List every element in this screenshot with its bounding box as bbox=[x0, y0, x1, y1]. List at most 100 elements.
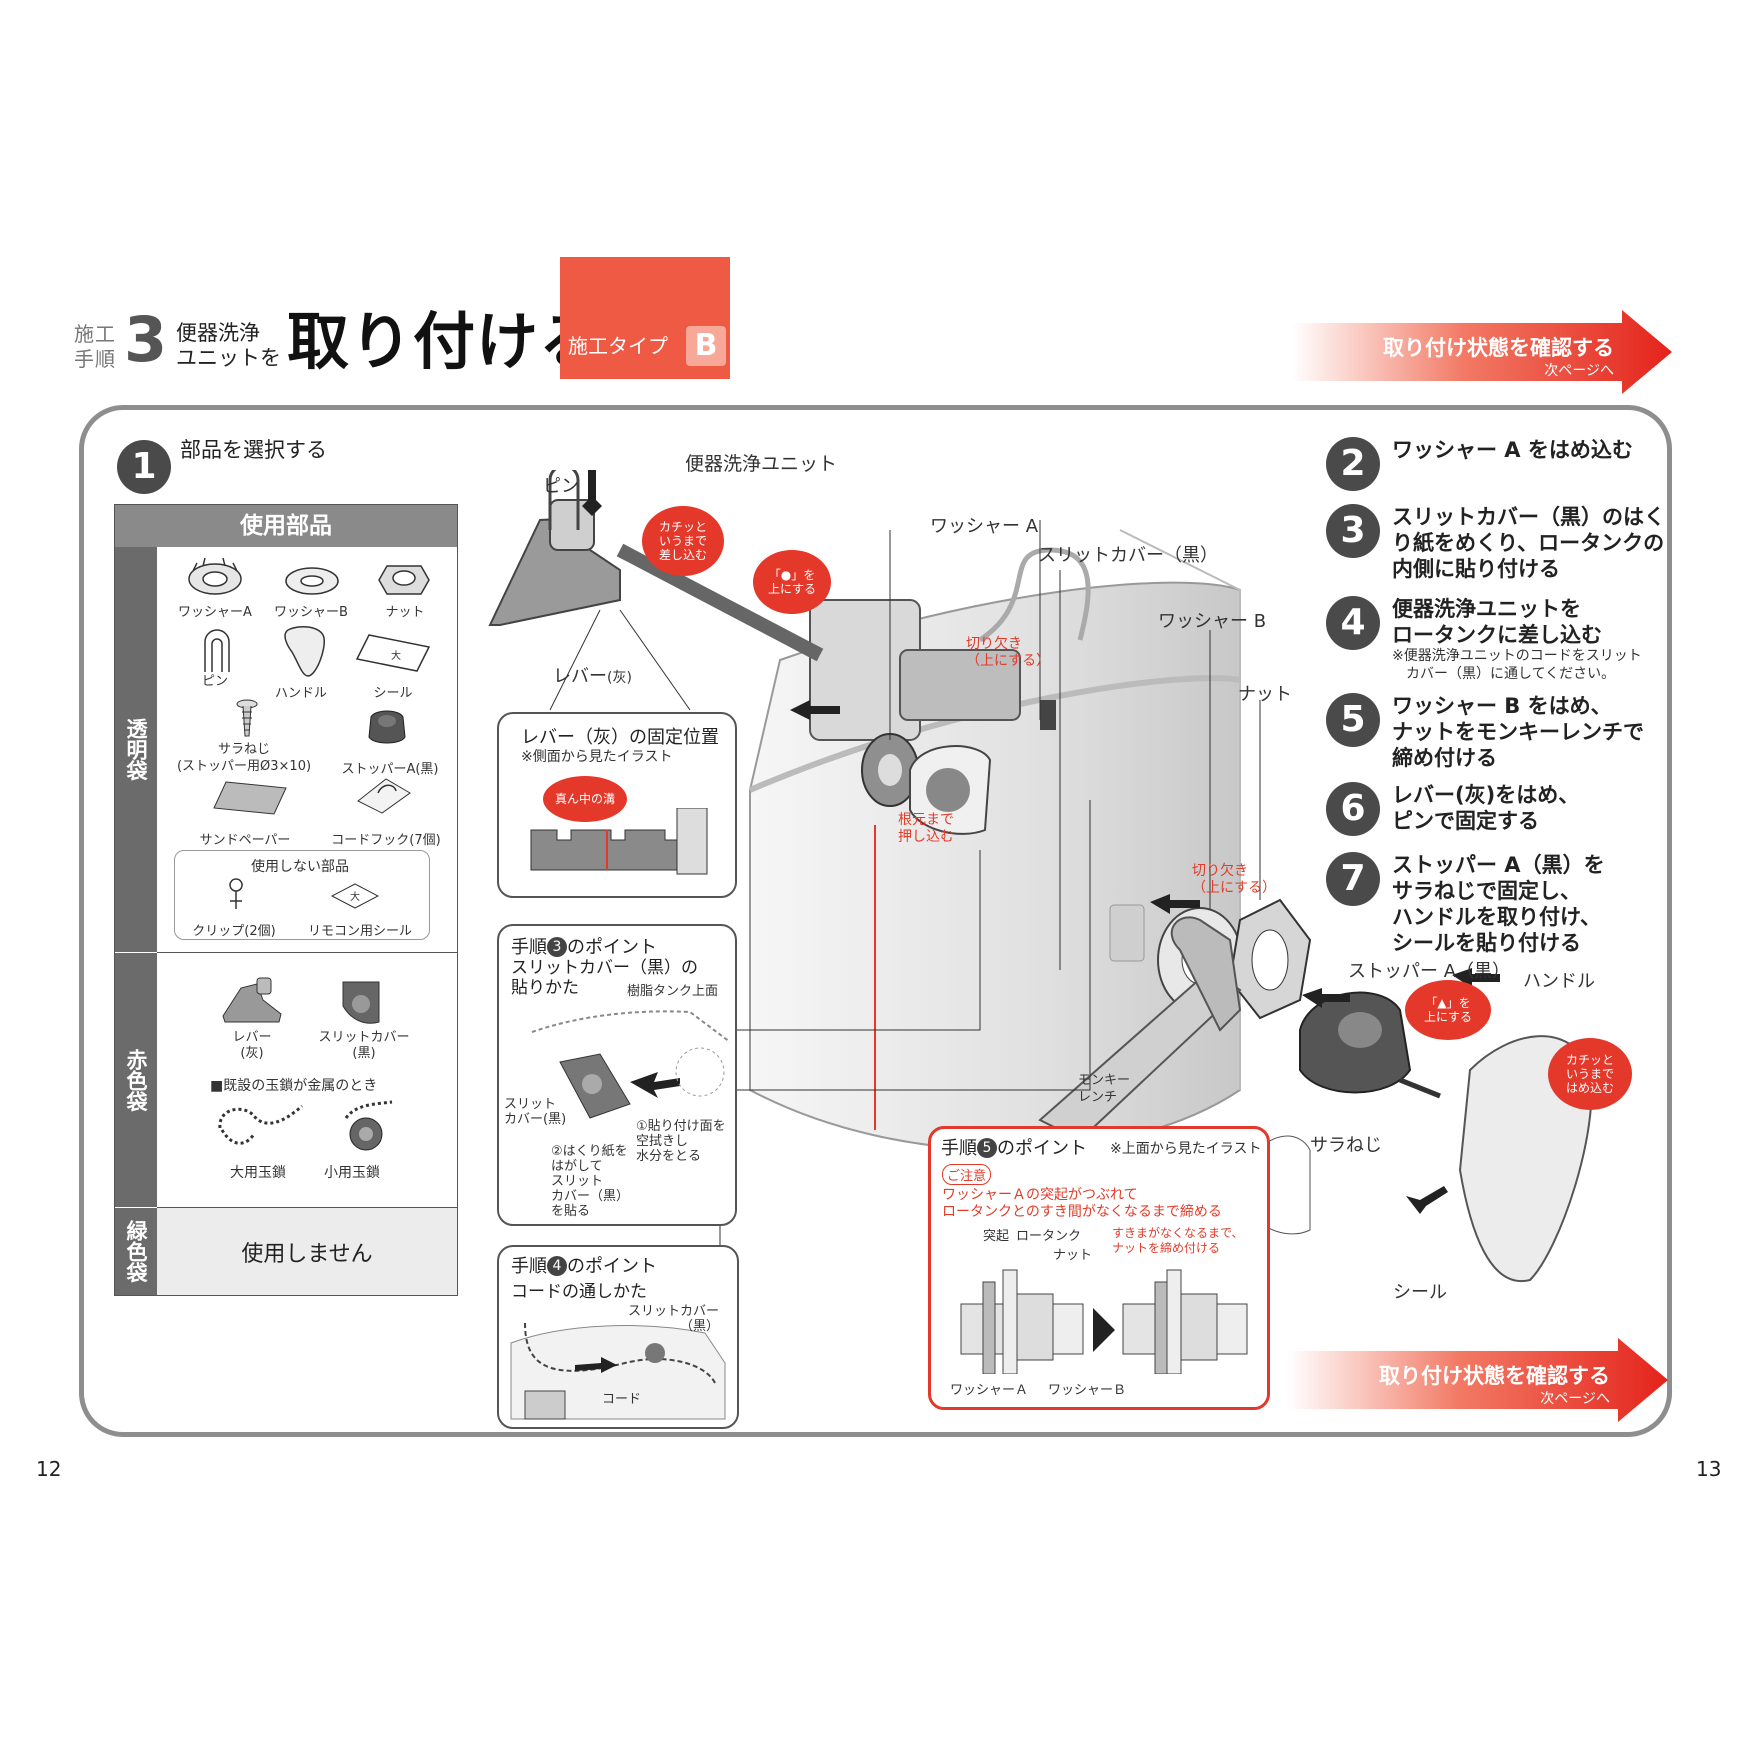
step-3-badge: 3 bbox=[1326, 504, 1380, 558]
stopper-a-icon bbox=[368, 710, 406, 744]
label-wrench: モンキー レンチ bbox=[1078, 1073, 1131, 1105]
point-3-subtitle: スリットカバー（黒）の 貼りかた bbox=[511, 958, 698, 998]
construction-type-label: 施工タイプ bbox=[568, 334, 668, 358]
label-stopper: ストッパー A（黒） bbox=[1348, 961, 1511, 982]
part-label: コードフック(7個) bbox=[331, 833, 441, 848]
bubble-tri-up: 「▲」を 上にする bbox=[1405, 980, 1491, 1040]
red-bag-label: 赤色袋 bbox=[115, 953, 157, 1207]
parts-table bbox=[114, 504, 458, 1296]
green-bag-note: 使用しません bbox=[241, 1242, 373, 1267]
label-screw: サラねじ bbox=[1310, 1135, 1382, 1156]
lever-gray-icon bbox=[222, 977, 282, 1023]
green-bag-area bbox=[157, 1208, 457, 1295]
step-3-text: スリットカバー（黒）のはく り紙をめくり、ロータンクの 内側に貼り付ける bbox=[1392, 505, 1665, 581]
part-label: シール bbox=[373, 686, 413, 701]
bubble-dot-up: 「●」を 上にする bbox=[753, 550, 831, 614]
point-4-cord: コード bbox=[602, 1392, 642, 1407]
large-chain-icon bbox=[218, 1104, 303, 1145]
lever-panel-title: レバー（灰）の固定位置 bbox=[521, 727, 719, 748]
point-5-washer-b: ワッシャーＢ bbox=[1048, 1383, 1127, 1398]
step-4-text: 便器洗浄ユニットを ロータンクに差し込む bbox=[1392, 597, 1602, 647]
pin-icon bbox=[204, 629, 230, 672]
seal-icon: 大 bbox=[355, 634, 431, 672]
part-label: サンドペーパー bbox=[199, 833, 291, 848]
point-5-caution: ご注意 bbox=[942, 1164, 992, 1185]
step-7-badge: 7 bbox=[1326, 852, 1380, 906]
point-5-washer-a: ワッシャーＡ bbox=[950, 1383, 1029, 1398]
lever-side-view bbox=[530, 808, 708, 875]
label-pin: ピン bbox=[543, 476, 579, 497]
next-page-sub: 次ページへ bbox=[1540, 1391, 1610, 1407]
step-4-note: ※便器洗浄ユニットのコードをスリット カバー（黒）に通してください。 bbox=[1392, 648, 1642, 682]
next-page-arrow-bottom[interactable]: 取り付け状態を確認する 次ページへ bbox=[1288, 1338, 1668, 1422]
step-6-badge: 6 bbox=[1326, 782, 1380, 836]
bubble-click-handle: カチッと いうまで はめ込む bbox=[1548, 1038, 1632, 1110]
part-label: 大用玉鎖 bbox=[230, 1165, 286, 1181]
step-6-text: レバー(灰)をはめ、 ピンで固定する bbox=[1392, 783, 1580, 833]
step-4-badge: 4 bbox=[1326, 596, 1380, 650]
next-page-arrow-top[interactable]: 取り付け状態を確認する 次ページへ bbox=[1292, 310, 1672, 394]
label-slit-cover: スリットカバー（黒） bbox=[1038, 545, 1218, 566]
content-frame bbox=[79, 405, 1672, 1437]
bubble-click-pin: カチッと いうまで 差し込む bbox=[642, 506, 724, 576]
point-3-slit-label: スリット カバー(黒) bbox=[504, 1097, 567, 1127]
point-5-tank: ロータンク bbox=[1016, 1229, 1082, 1244]
screw-icon bbox=[236, 699, 258, 737]
step-subtitle: 便器洗浄 ユニットを bbox=[176, 321, 281, 370]
step-2-badge: 2 bbox=[1326, 437, 1380, 491]
point-3-panel bbox=[497, 924, 737, 1226]
remote-seal-icon: 大 bbox=[330, 883, 380, 909]
point-3-step-b: ②はくり紙を はがして スリット カバー（黒） を貼る bbox=[551, 1144, 630, 1219]
arrow-right-icon bbox=[1288, 1338, 1668, 1422]
unused-part-label: リモコン用シール bbox=[307, 924, 412, 939]
point-5-nut: ナット bbox=[1053, 1248, 1093, 1263]
step-5-badge: 5 bbox=[1326, 693, 1380, 747]
part-label: サラねじ (ストッパー用Ø3×10) bbox=[176, 742, 312, 774]
label-lever: レバー(灰) bbox=[553, 666, 632, 687]
part-label: ワッシャーA bbox=[178, 605, 252, 620]
washer-a-icon bbox=[188, 557, 242, 595]
cord-hook-icon bbox=[357, 778, 411, 814]
label-push-in: 根元まで 押し込む bbox=[898, 812, 954, 845]
svg-text:大: 大 bbox=[350, 890, 360, 903]
label-seal: シール bbox=[1393, 1282, 1447, 1303]
point-3-illustration bbox=[531, 1010, 730, 1119]
nut-icon bbox=[378, 565, 430, 595]
step-tag: 施工 手順 bbox=[74, 322, 116, 371]
label-notch-1: 切り欠き （上にする） bbox=[966, 636, 1051, 669]
next-page-label: 取り付け状態を確認する bbox=[1383, 336, 1614, 360]
step-5-text: ワッシャー B をはめ、 ナットをモンキーレンチで 締め付ける bbox=[1392, 694, 1644, 770]
part-label: ハンドル bbox=[274, 686, 327, 701]
step-7-text: ストッパー A（黒）を サラねじで固定し、 ハンドルを取り付け、 シールを貼り付… bbox=[1392, 853, 1605, 955]
sandpaper-icon bbox=[213, 781, 287, 815]
point-5-warning: ワッシャーＡの突起がつぶれて ロータンクとのすき間がなくなるまで締める bbox=[942, 1187, 1222, 1220]
page-number-right: 13 bbox=[1696, 1457, 1722, 1481]
lever-panel-note: ※側面から見たイラスト bbox=[521, 749, 673, 765]
small-chain-icon bbox=[344, 1100, 393, 1151]
next-page-label: 取り付け状態を確認する bbox=[1379, 1364, 1610, 1388]
label-unit: 便器洗浄ユニット bbox=[685, 453, 838, 475]
parts-divider bbox=[157, 1207, 457, 1208]
point-4-illustration bbox=[510, 1322, 726, 1420]
point-4-subtitle: コードの通しかた bbox=[511, 1282, 647, 1302]
unused-parts-box bbox=[174, 850, 430, 940]
part-label: スリットカバー (黒) bbox=[318, 1030, 410, 1061]
metal-chain-note: ■既設の玉鎖が金属のとき bbox=[210, 1078, 378, 1094]
step-number: 3 bbox=[124, 303, 168, 376]
point-5-illustration bbox=[960, 1269, 1248, 1374]
part-label: ストッパーA(黒) bbox=[341, 762, 439, 777]
part-label: ナット bbox=[385, 605, 425, 620]
part-label: ピン bbox=[201, 674, 228, 689]
arrow-right-icon bbox=[1292, 310, 1672, 394]
clear-bag-label: 透明袋 bbox=[115, 547, 157, 952]
slit-cover-icon bbox=[342, 981, 380, 1024]
part-label: 小用玉鎖 bbox=[324, 1165, 380, 1181]
bubble-middle-groove: 真ん中の溝 bbox=[543, 776, 627, 822]
point-5-no-gap: すきまがなくなるまで、 ナットを締め付ける bbox=[1112, 1226, 1244, 1255]
part-label: ワッシャーB bbox=[274, 605, 348, 620]
unused-parts-title: 使用しない部品 bbox=[251, 859, 349, 875]
construction-type-letter: B bbox=[686, 326, 726, 366]
parts-divider bbox=[157, 952, 457, 953]
